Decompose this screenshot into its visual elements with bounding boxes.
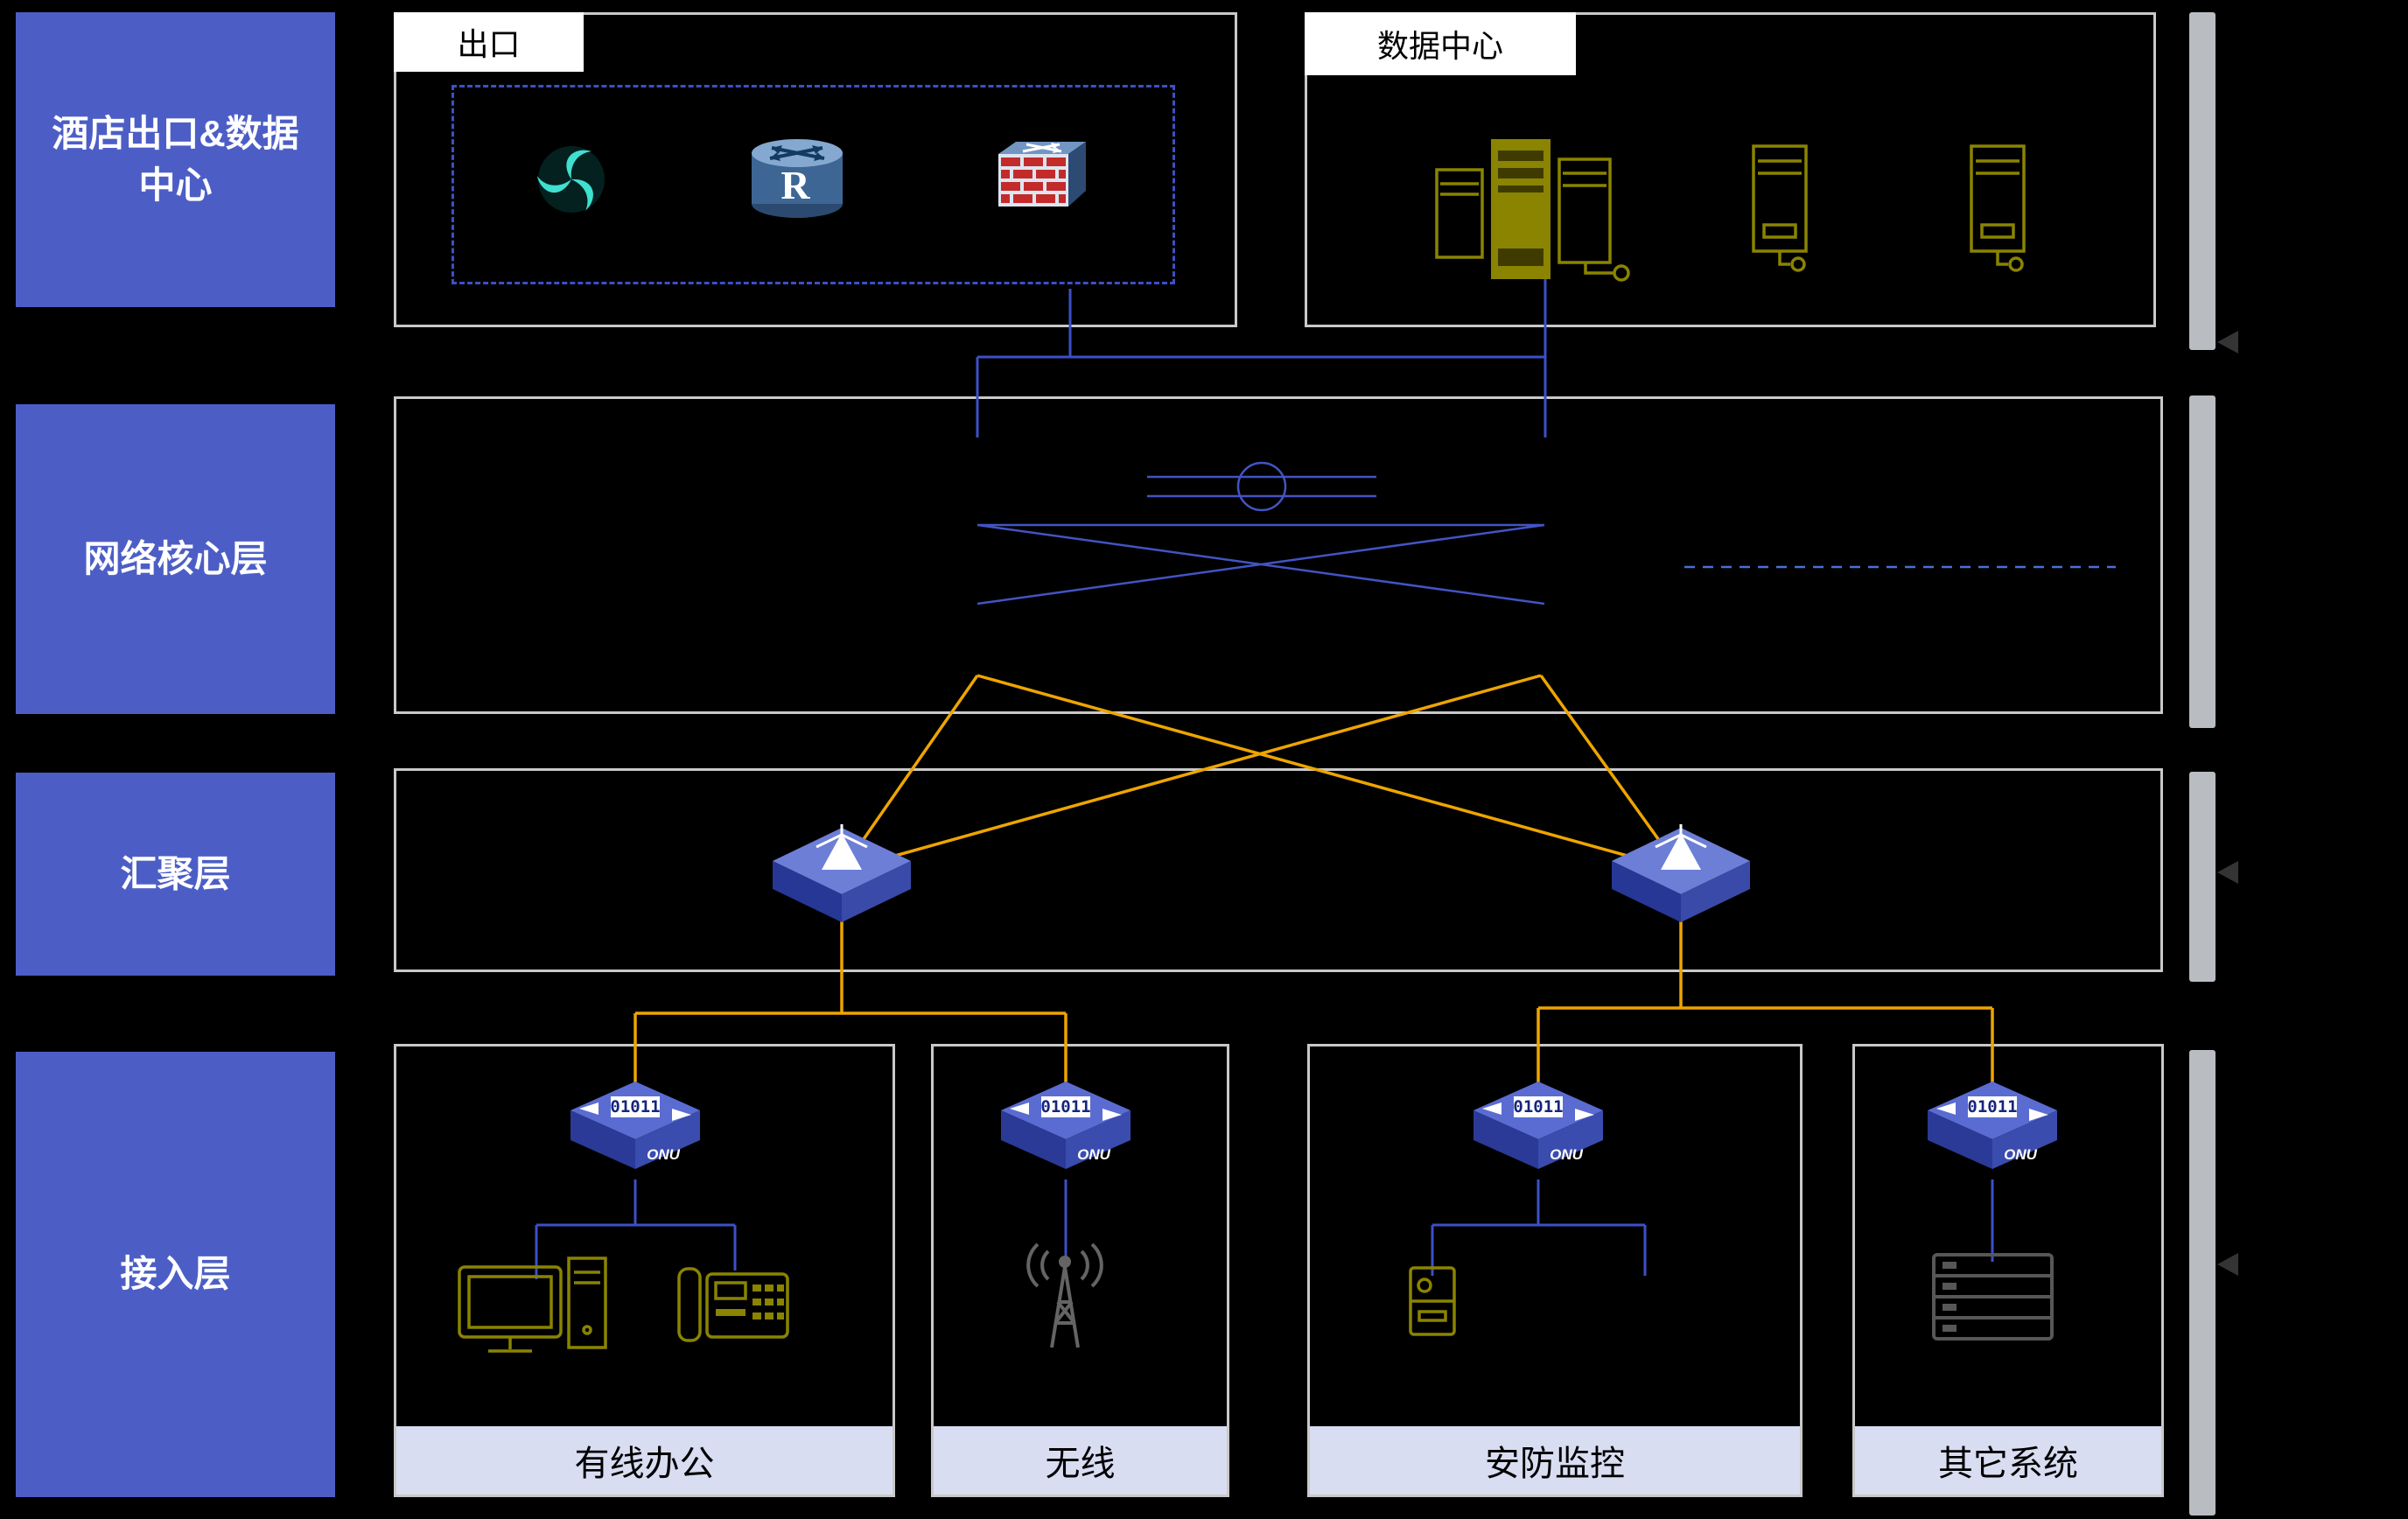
svg-text:01011: 01011	[1513, 1097, 1563, 1116]
aggregation-layer-frame	[394, 768, 2163, 972]
core-layer-frame	[394, 396, 2163, 714]
server-cluster-icon	[1435, 139, 1630, 282]
server-rack-icon	[1932, 1253, 2054, 1340]
layer-label-text: 酒店出口&数据中心	[52, 112, 299, 206]
svg-text:01011: 01011	[1967, 1097, 2017, 1116]
internet-icon	[536, 146, 605, 213]
svg-text:01011: 01011	[1040, 1097, 1090, 1116]
ip-phone-icon	[677, 1267, 789, 1342]
layer-label-core: 网络核心层	[16, 404, 335, 714]
aggregation-switch-icon	[1612, 824, 1750, 922]
svg-text:ONU: ONU	[2004, 1146, 2038, 1163]
exit-zone-title: 出口	[394, 12, 584, 72]
zone-label-text: 无线	[1045, 1445, 1116, 1483]
nvr-device-icon	[1409, 1266, 1456, 1336]
zone-label-text: 其它系统	[1938, 1445, 2078, 1483]
layer-label-text: 接入层	[120, 1253, 231, 1295]
onu-icon: 01011 ONU	[1928, 1082, 2057, 1169]
aggregation-switch-icon	[773, 824, 911, 922]
datacenter-title-text: 数据中心	[1376, 28, 1503, 64]
svg-text:ONU: ONU	[1550, 1146, 1584, 1163]
layer-label-aggregation: 汇聚层	[16, 773, 335, 976]
onu-icon: 01011 ONU	[1474, 1082, 1603, 1169]
layer-bracket-access	[2189, 1050, 2216, 1516]
svg-text:R: R	[780, 163, 810, 207]
wireless-antenna-icon	[1026, 1242, 1103, 1348]
onu-icon: 01011 ONU	[570, 1082, 700, 1169]
zone-label-wireless: 无线	[934, 1426, 1227, 1494]
firewall-icon	[998, 142, 1086, 206]
svg-text:ONU: ONU	[1077, 1146, 1111, 1163]
desktop-pc-icon	[458, 1256, 607, 1353]
exit-dashed-group	[452, 85, 1175, 284]
layer-label-text: 网络核心层	[83, 537, 268, 579]
server-icon	[1752, 144, 1808, 272]
layer-label-exit-datacenter: 酒店出口&数据中心	[16, 12, 335, 307]
zone-label-security: 安防监控	[1310, 1426, 1800, 1494]
bracket-arrow-icon	[2217, 861, 2238, 884]
layer-bracket-core	[2189, 396, 2216, 728]
zone-label-text: 安防监控	[1485, 1445, 1625, 1483]
router-icon: R	[752, 139, 843, 218]
svg-text:01011: 01011	[610, 1097, 660, 1116]
svg-text:ONU: ONU	[647, 1146, 681, 1163]
layer-bracket-aggregation	[2189, 772, 2216, 982]
zone-label-text: 有线办公	[574, 1445, 715, 1483]
zone-label-wired-office: 有线办公	[396, 1426, 892, 1494]
layer-label-text: 汇聚层	[120, 852, 231, 894]
zone-label-other-systems: 其它系统	[1855, 1426, 2161, 1494]
datacenter-title: 数据中心	[1305, 12, 1576, 75]
bracket-arrow-icon	[2217, 1253, 2238, 1276]
onu-icon: 01011 ONU	[1001, 1082, 1130, 1169]
layer-label-access: 接入层	[16, 1052, 335, 1497]
exit-zone-title-text: 出口	[457, 26, 521, 62]
bracket-arrow-icon	[2217, 331, 2238, 354]
server-icon	[1970, 144, 2026, 272]
layer-bracket-exit	[2189, 12, 2216, 350]
